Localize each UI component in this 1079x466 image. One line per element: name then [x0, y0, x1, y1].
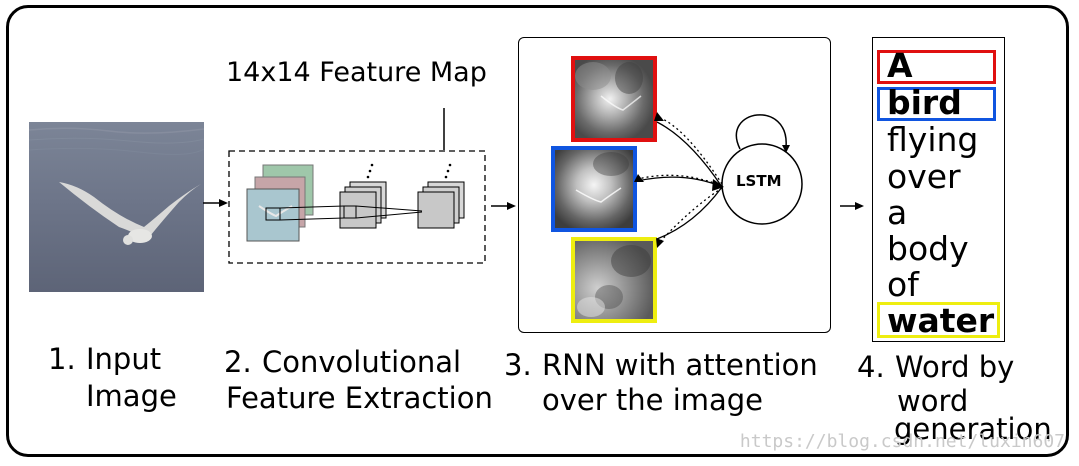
word-5: body [887, 229, 969, 268]
attention-map-red [571, 56, 657, 142]
word-1: bird [887, 83, 962, 122]
step-4-line-2: word [897, 384, 969, 418]
step-3-line-1: RNN with attention [542, 348, 818, 382]
step-2-number: 2. [224, 345, 252, 379]
watermark: https://blog.csdn.net/luxin607 [739, 431, 1065, 452]
step-1-line-1: Input [86, 342, 162, 376]
lstm-label: LSTM [736, 172, 782, 190]
conv-feature-extraction [228, 150, 486, 264]
step-3-number: 3. [504, 348, 532, 382]
word-0: A [887, 46, 913, 85]
step-4-number: 4. [857, 350, 885, 384]
step-1-line-2: Image [86, 379, 177, 413]
word-4: a [887, 193, 908, 232]
step-2-line-1: Convolutional [262, 345, 462, 379]
arrow-rnn-to-words [840, 202, 864, 210]
rnn-attention-panel [518, 37, 831, 333]
outer-frame [6, 5, 1069, 457]
feature-map-pointer [443, 108, 445, 150]
step-2-line-2: Feature Extraction [226, 381, 493, 415]
step-4-line-3: generation [894, 412, 1052, 446]
highlight-red [877, 50, 996, 84]
step-1-number: 1. [48, 342, 76, 376]
highlight-blue [877, 87, 996, 121]
input-image [29, 122, 204, 292]
word-2: flying [887, 120, 979, 159]
word-6: of [887, 265, 919, 304]
step-3-line-2: over the image [542, 383, 764, 417]
word-3: over [887, 157, 961, 196]
attention-map-blue [551, 146, 637, 232]
highlight-yellow [877, 302, 1000, 338]
arrow-input-to-conv [203, 199, 228, 207]
step-4-line-1: Word by [895, 350, 1015, 384]
feature-map-title: 14x14 Feature Map [226, 57, 487, 88]
attention-map-yellow [571, 237, 657, 323]
arrow-conv-to-rnn [491, 202, 516, 210]
word-7: water [887, 301, 995, 340]
lstm-diagram [634, 112, 803, 248]
